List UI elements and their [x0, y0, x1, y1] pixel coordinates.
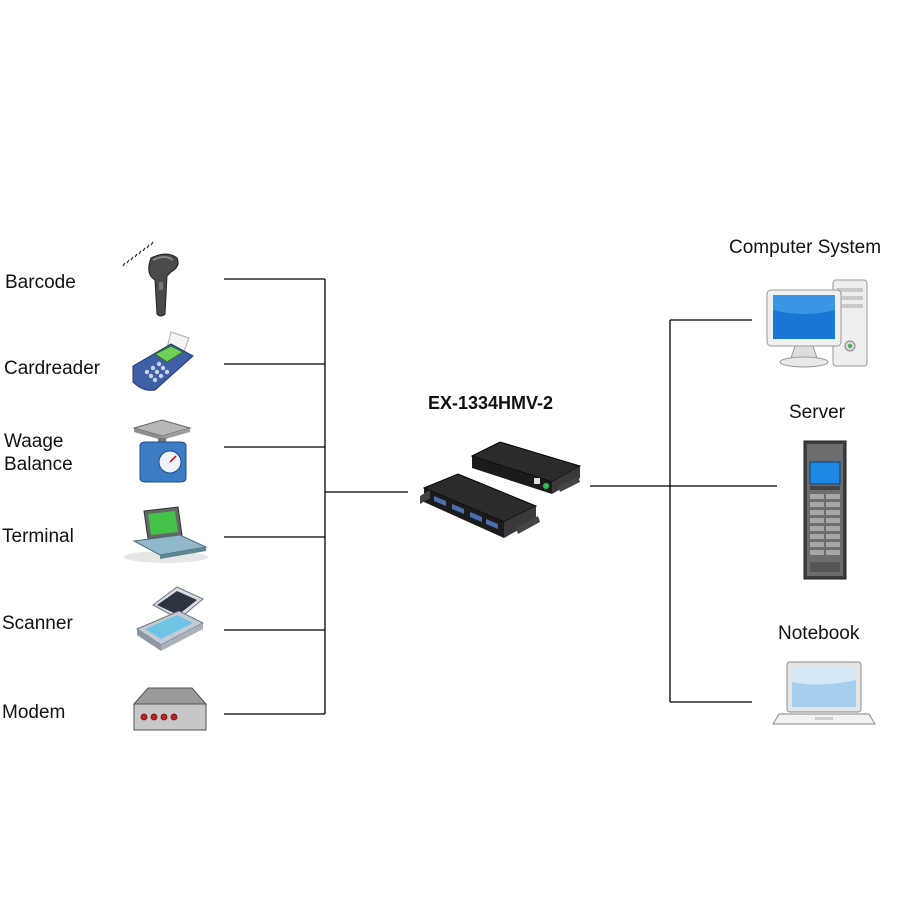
host-label-server: Server — [789, 402, 845, 423]
laptop-icon — [772, 661, 876, 725]
peripheral-label-cardreader: Cardreader — [4, 358, 101, 379]
peripheral-label-waage: Waage — [4, 431, 64, 452]
serial-hub-device-icon — [420, 441, 582, 538]
barcode-scanner-icon — [122, 241, 179, 317]
desktop-computer-icon — [766, 279, 868, 368]
host-label-notebook: Notebook — [778, 623, 860, 644]
peripheral-label-balance: Balance — [4, 454, 73, 475]
host-label-computer-system: Computer System — [729, 237, 882, 258]
peripheral-label-modem: Modem — [2, 702, 66, 723]
scale-icon — [132, 419, 192, 483]
peripheral-label-scanner: Scanner — [2, 613, 73, 634]
flatbed-scanner-icon — [135, 586, 205, 651]
peripheral-label-terminal: Terminal — [2, 526, 74, 547]
server-rack-icon — [803, 440, 847, 580]
card-reader-icon — [132, 331, 194, 391]
modem-icon — [132, 687, 208, 731]
terminal-icon — [124, 506, 208, 563]
device-model-title: EX-1334HMV-2 — [428, 393, 554, 413]
peripheral-label-barcode: Barcode — [5, 272, 76, 293]
